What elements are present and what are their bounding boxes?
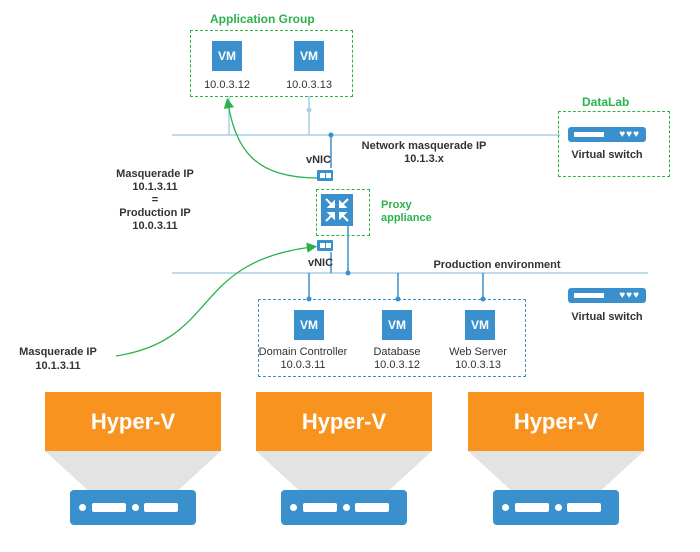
production-vm-group <box>258 299 526 377</box>
production-vm-3-ip: 10.0.3.13 <box>455 359 501 371</box>
server-icon[interactable] <box>70 490 196 525</box>
lower-nic-icon[interactable] <box>317 240 333 251</box>
proxy-label-line1: Proxy <box>381 199 412 211</box>
server-icon[interactable] <box>281 490 407 525</box>
app-group-vm-1[interactable]: VM <box>212 41 242 71</box>
masq-note-line5: 10.0.3.11 <box>132 220 178 232</box>
production-switch-label: Virtual switch <box>571 311 643 323</box>
datalab-box <box>558 111 670 177</box>
datalab-switch-icon[interactable]: ♥♥♥ <box>568 127 646 142</box>
masquerade-route-upper <box>223 97 319 179</box>
production-switch-icon[interactable]: ♥♥♥ <box>568 288 646 303</box>
masq-note-line2: 10.1.3.11 <box>132 181 178 193</box>
masquerade-left-line2: 10.1.3.11 <box>35 360 81 372</box>
datalab-switch-label: Virtual switch <box>571 149 643 161</box>
proxy-label-line2: appliance <box>381 212 432 224</box>
masq-note-line3: = <box>151 194 159 206</box>
masq-note-line1: Masquerade IP <box>116 168 194 180</box>
proxy-box <box>316 189 370 236</box>
production-vm-web-server[interactable]: VM <box>465 310 495 340</box>
network-masquerade-ip: 10.1.3.x <box>404 153 444 165</box>
production-vm-1-ip: 10.0.3.11 <box>280 359 326 371</box>
masquerade-route-lower <box>115 242 318 357</box>
production-vm-3-name: Web Server <box>449 346 507 358</box>
hyperv-host-1[interactable]: Hyper-V <box>45 392 221 451</box>
production-vm-database[interactable]: VM <box>382 310 412 340</box>
hyperv-host-3[interactable]: Hyper-V <box>468 392 644 451</box>
app-group-vm-2-ip: 10.0.3.13 <box>286 79 332 91</box>
hyperv-host-2[interactable]: Hyper-V <box>256 392 432 451</box>
application-group-title: Application Group <box>210 12 315 26</box>
production-vm-1-name: Domain Controller <box>258 346 348 358</box>
lower-vnic-label: vNIC <box>308 257 334 269</box>
production-vm-2-name: Database <box>373 346 421 358</box>
app-group-vm-1-ip: 10.0.3.12 <box>204 79 250 91</box>
datalab-title: DataLab <box>582 95 630 109</box>
upper-nic-icon[interactable] <box>317 170 333 181</box>
upper-vnic-label: vNIC <box>306 154 332 166</box>
masq-note-line4: Production IP <box>119 207 191 219</box>
server-icon[interactable] <box>493 490 619 525</box>
app-group-vm-2[interactable]: VM <box>294 41 324 71</box>
arrows-inward-icon[interactable] <box>321 194 353 226</box>
production-vm-2-ip: 10.0.3.12 <box>374 359 420 371</box>
production-environment-title: Production environment <box>433 259 561 271</box>
production-vm-domain-controller[interactable]: VM <box>294 310 324 340</box>
application-group-box <box>190 30 353 97</box>
network-masquerade-title: Network masquerade IP <box>361 140 487 152</box>
masquerade-left-line1: Masquerade IP <box>19 346 97 358</box>
